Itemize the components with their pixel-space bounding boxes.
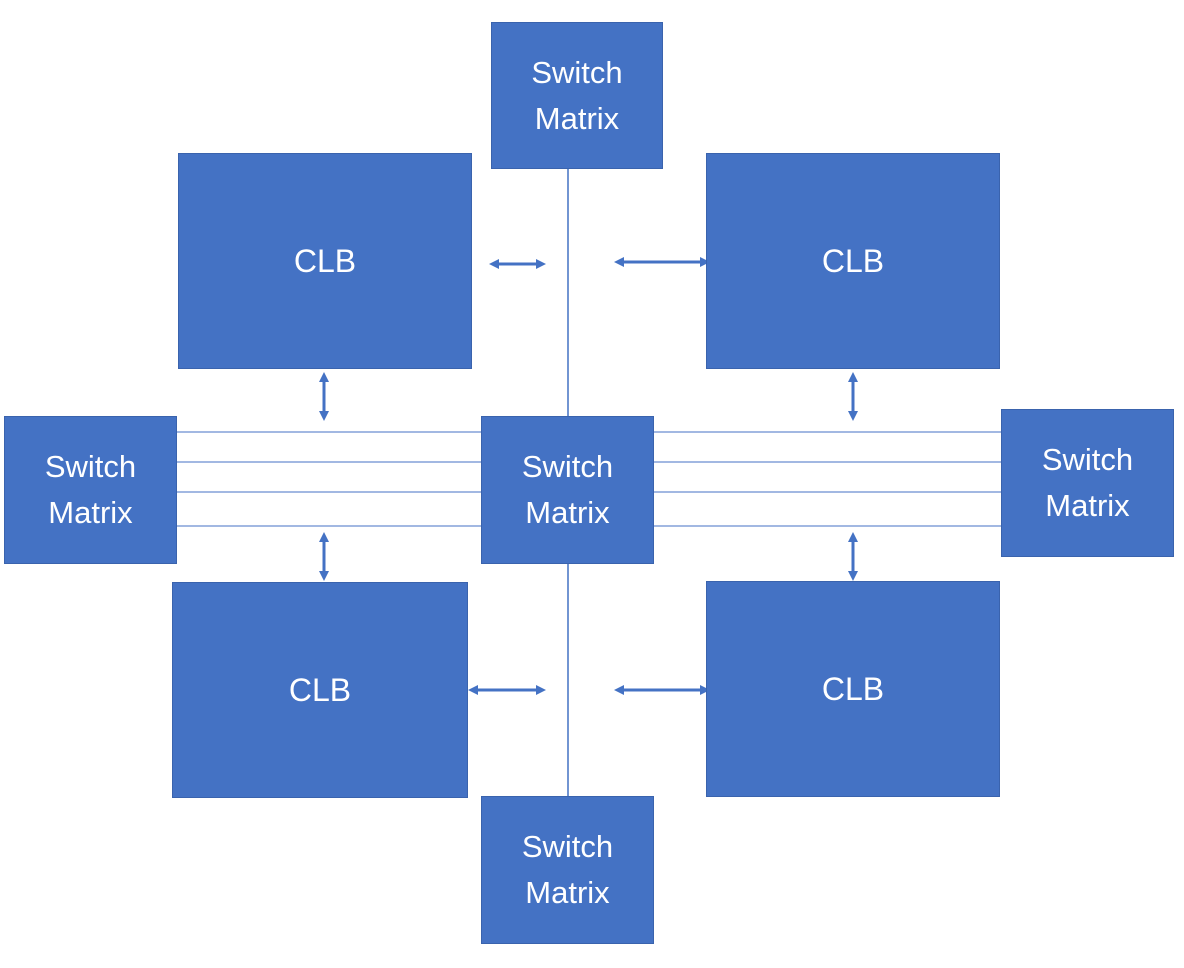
switch-matrix-label: Switch Matrix [531, 54, 623, 136]
switch-matrix-label: Switch Matrix [44, 449, 137, 530]
switch-matrix-left: Switch Matrix [4, 416, 177, 564]
clb-label: CLB [293, 242, 357, 279]
horizontal-wires-right [652, 431, 1001, 527]
clb-label: CLB [821, 670, 885, 707]
horizontal-wires-left [176, 431, 482, 527]
clb-top-left: CLB [178, 153, 472, 369]
clb-label: CLB [288, 671, 352, 708]
clb-bottom-right: CLB [706, 581, 1000, 797]
switch-matrix-top: Switch Matrix [491, 22, 663, 169]
switch-matrix-right: Switch Matrix [1001, 409, 1174, 557]
switch-matrix-label: Switch Matrix [1041, 442, 1134, 523]
switch-matrix-bottom: Switch Matrix [481, 796, 654, 944]
clb-label: CLB [821, 242, 885, 279]
switch-matrix-label: Switch Matrix [521, 829, 614, 910]
switch-matrix-center: Switch Matrix [481, 416, 654, 564]
clb-top-right: CLB [706, 153, 1000, 369]
clb-bottom-left: CLB [172, 582, 468, 798]
switch-matrix-label: Switch Matrix [521, 449, 614, 530]
